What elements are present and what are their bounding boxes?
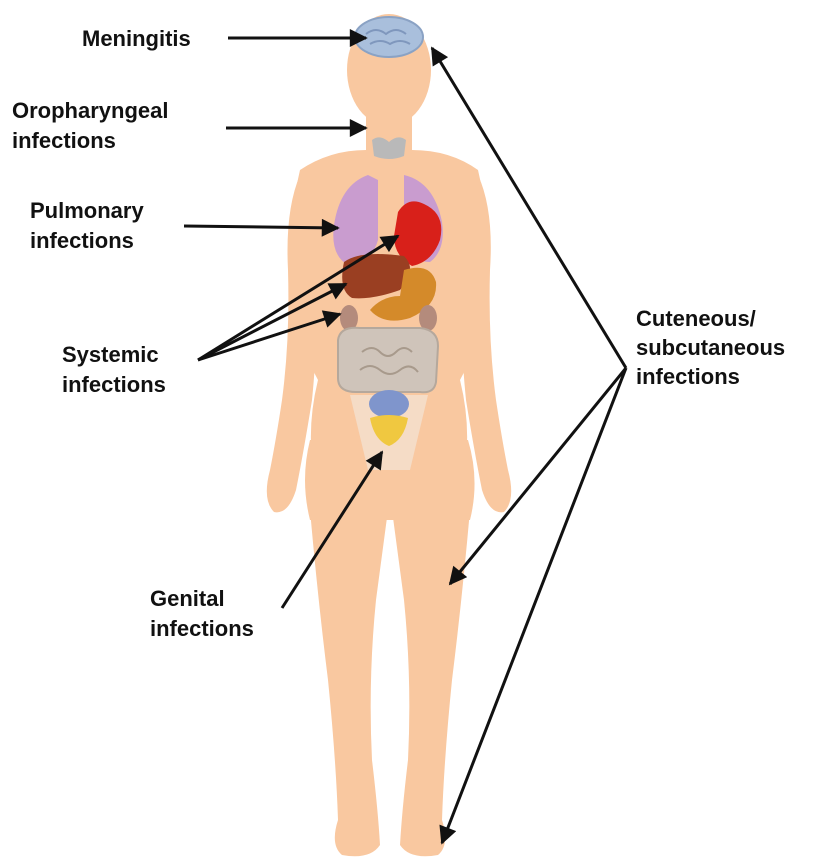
label-meningitis: Meningitis (82, 26, 191, 51)
arrow-pulmonary (184, 226, 338, 228)
bladder (369, 390, 409, 418)
label-pulmonary: Pulmonary infections (30, 198, 150, 253)
left-leg (310, 510, 388, 856)
intestines (338, 328, 438, 393)
right-kidney (419, 305, 437, 331)
arrow-cutaneous-foot (442, 368, 626, 843)
label-oropharyngeal: Oropharyngeal infections (12, 98, 175, 153)
label-genital: Genital infections (150, 586, 254, 641)
label-cutaneous: Cuteneous/ subcutaneous infections (636, 306, 791, 389)
label-systemic: Systemic infections (62, 342, 166, 397)
